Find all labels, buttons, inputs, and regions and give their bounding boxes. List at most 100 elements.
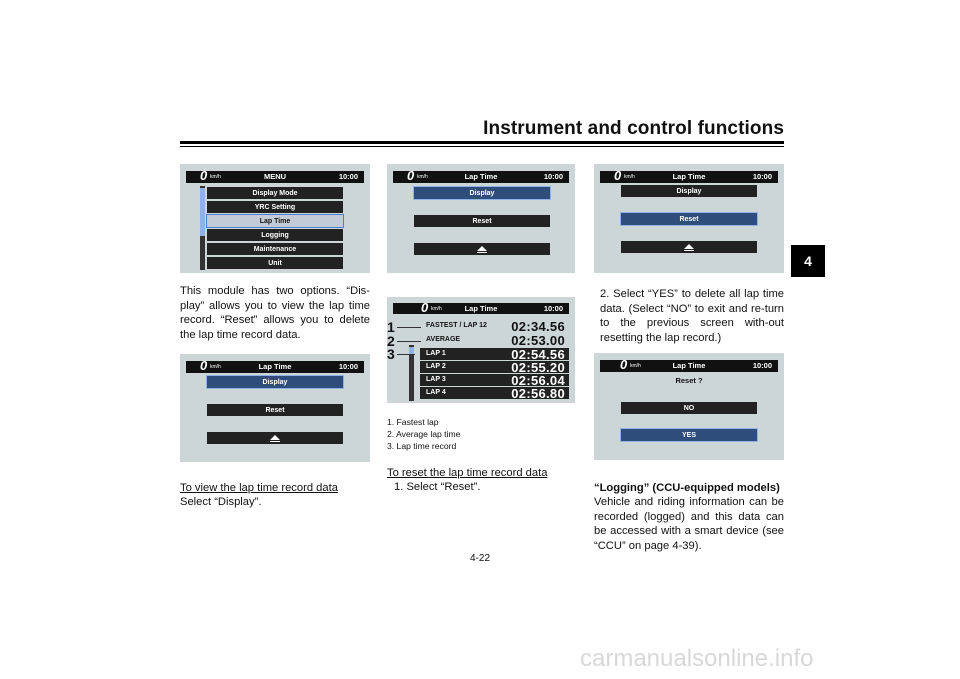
callout-leader [397,327,421,328]
screen-status-bar: 0 km/h Lap Time 10:00 [600,168,778,183]
reset-step-1: 1. Select “Reset”. [394,481,481,493]
clock-time: 10:00 [752,172,772,181]
intro-paragraph: This module has two options. “Dis-play” … [180,285,370,342]
record-time: 02:56.80 [511,386,565,401]
record-label: LAP 3 [426,376,446,383]
page-number: 4-22 [469,553,490,564]
screen-title: Lap Time [464,172,498,181]
clock-time: 10:00 [543,304,563,313]
speed-value: 0 [620,357,628,372]
record-label: LAP 4 [426,389,446,396]
page-header-title: Instrument and control functions [483,118,784,139]
scrollbar-thumb[interactable] [409,347,414,355]
display-option[interactable]: Display [206,375,344,389]
lap-time-screen-reset: 0 km/h Lap Time 10:00 Display Reset [594,164,784,273]
record-time: 02:56.04 [511,373,565,388]
menu-screen: 0 km/h MENU 10:00 Display Mode YRC Setti… [180,164,370,273]
speed-unit: km/h [431,306,442,312]
screen-title: MENU [263,172,287,181]
back-button[interactable] [207,432,343,444]
records-scrollbar[interactable] [409,345,414,401]
speed-value: 0 [407,168,415,183]
legend-item-3: 3. Lap time record [387,441,457,451]
callout-3: 3 [387,346,395,362]
screen-status-bar: 0 km/h Lap Time 10:00 [393,168,569,183]
reset-option[interactable]: Reset [207,404,343,416]
eject-icon [270,434,280,442]
callout-leader [397,341,421,342]
record-time: 02:55.20 [511,360,565,375]
clock-time: 10:00 [338,172,358,181]
view-heading: To view the lap time record data [180,482,338,494]
menu-scrollbar[interactable] [200,186,205,270]
screen-status-bar: 0 km/h Lap Time 10:00 [393,300,569,315]
lap-row[interactable]: LAP 4 02:56.80 [420,386,569,401]
lap-time-screen-display: 0 km/h Lap Time 10:00 Display Reset [180,354,370,462]
screen-title: Lap Time [464,304,498,313]
screen-title: Lap Time [258,362,292,371]
record-label: AVERAGE [426,336,461,343]
record-time: 02:34.56 [511,319,565,334]
screen-status-bar: 0 km/h Lap Time 10:00 [186,358,364,373]
legend-item-1: 1. Fastest lap [387,417,439,427]
screen-title: Lap Time [672,172,706,181]
menu-item-lap-time[interactable]: Lap Time [206,214,344,228]
header-rule [180,141,784,144]
menu-item-maintenance[interactable]: Maintenance [207,243,343,255]
speed-value: 0 [421,300,429,315]
chapter-tab: 4 [791,245,825,277]
menu-item-yrc-setting[interactable]: YRC Setting [207,201,343,213]
reset-option[interactable]: Reset [620,212,758,226]
callout-1: 1 [387,319,395,335]
no-option[interactable]: NO [621,402,757,414]
clock-time: 10:00 [543,172,563,181]
logging-paragraph: Vehicle and riding information can be re… [594,496,784,553]
screen-title: Lap Time [672,361,706,370]
reset-heading: To reset the lap time record data [387,467,548,479]
record-label: LAP 1 [426,350,446,357]
eject-icon [477,245,487,253]
clock-time: 10:00 [752,361,772,370]
callout-2: 2 [387,333,395,349]
screen-status-bar: 0 km/h Lap Time 10:00 [600,357,778,372]
lap-row[interactable]: LAP 2 02:55.20 [420,360,569,375]
display-option[interactable]: Display [621,185,757,197]
watermark: carmanualsonline.info [580,645,814,672]
reset-option[interactable]: Reset [414,215,550,227]
fastest-lap-row: FASTEST / LAP 12 02:34.56 [420,319,569,334]
speed-value: 0 [614,168,622,183]
header-rule-thin [180,146,784,147]
speed-value: 0 [200,358,208,373]
menu-item-unit[interactable]: Unit [207,257,343,269]
record-label: LAP 2 [426,363,446,370]
average-lap-row: AVERAGE 02:53.00 [420,333,569,348]
reset-step-2: 2. Select “YES” to delete all lap time d… [600,288,784,345]
lap-time-screen-reset-pre: 0 km/h Lap Time 10:00 Display Reset [387,164,575,273]
lap-records-screen: 0 km/h Lap Time 10:00 FASTEST / LAP 12 0… [387,297,575,403]
eject-icon [684,243,694,251]
clock-time: 10:00 [338,362,358,371]
record-label: FASTEST / LAP 12 [426,322,487,329]
menu-item-display-mode[interactable]: Display Mode [207,187,343,199]
yes-option[interactable]: YES [620,428,758,442]
back-button[interactable] [621,241,757,253]
speed-value: 0 [200,168,208,183]
logging-heading: “Logging” (CCU-equipped models) [594,482,780,494]
record-time: 02:54.56 [511,347,565,362]
lap-row[interactable]: LAP 1 02:54.56 [420,347,569,362]
back-button[interactable] [414,243,550,255]
view-step: Select “Display”. [180,496,262,508]
speed-unit: km/h [210,174,221,180]
record-time: 02:53.00 [511,333,565,348]
lap-row[interactable]: LAP 3 02:56.04 [420,373,569,388]
reset-confirm-screen: 0 km/h Lap Time 10:00 Reset ? NO YES [594,353,784,460]
reset-question: Reset ? [675,376,703,385]
speed-unit: km/h [624,174,635,180]
scrollbar-thumb[interactable] [200,188,205,236]
speed-unit: km/h [417,174,428,180]
callout-leader [397,354,415,355]
menu-item-logging[interactable]: Logging [207,229,343,241]
display-option[interactable]: Display [413,186,551,200]
speed-unit: km/h [630,363,641,369]
screen-status-bar: 0 km/h MENU 10:00 [186,168,364,183]
